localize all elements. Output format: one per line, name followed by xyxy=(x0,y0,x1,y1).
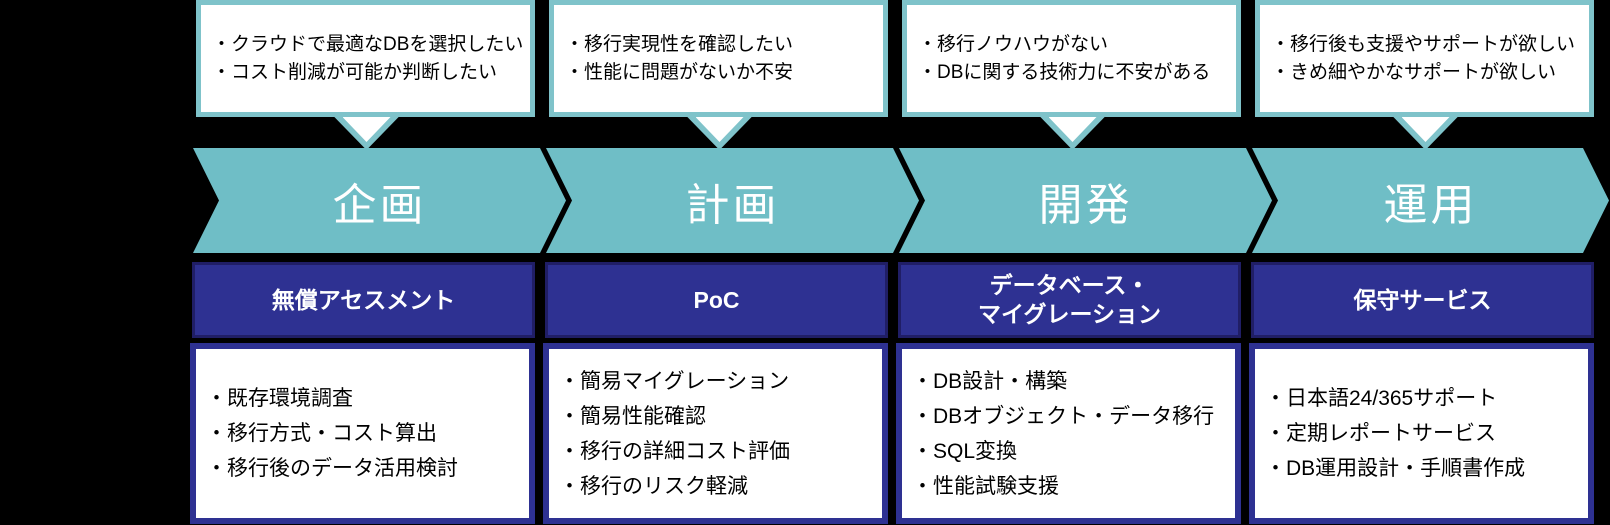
phase-column-kaihatsu: ・移行ノウハウがない ・DBに関する技術力に不安がある 開発 データベース・ マ… xyxy=(896,0,1249,525)
callout-pointer-down-icon xyxy=(1035,112,1110,150)
phase-column-keikaku: ・移行実現性を確認したい ・性能に問題がないか不安 計画 PoC ・簡易マイグレ… xyxy=(543,0,896,525)
callout-pointer-down-icon xyxy=(1388,112,1463,150)
service-items: ・既存環境調査 ・移行方式・コスト算出 ・移行後のデータ活用検討 xyxy=(190,343,535,524)
concern-callout: ・クラウドで最適なDBを選択したい ・コスト削減が可能か判断したい xyxy=(196,0,535,117)
phase-chevron: 運用 xyxy=(1252,148,1609,253)
service-items: ・簡易マイグレーション ・簡易性能確認 ・移行の詳細コスト評価 ・移行のリスク軽… xyxy=(543,343,888,524)
phase-label: 運用 xyxy=(1383,180,1478,230)
phase-chevron: 開発 xyxy=(899,148,1272,253)
concern-callout: ・移行後も支援やサポートが欲しい ・きめ細やかなサポートが欲しい xyxy=(1255,0,1594,117)
service-items: ・日本語24/365サポート ・定期レポートサービス ・DB運用設計・手順書作成 xyxy=(1249,343,1594,524)
phase-chevron: 計画 xyxy=(546,148,919,253)
phase-chevron: 企画 xyxy=(193,148,566,253)
service-items: ・DB設計・構築 ・DBオブジェクト・データ移行 ・SQL変換 ・性能試験支援 xyxy=(896,343,1241,524)
service-title: データベース・ マイグレーション xyxy=(898,262,1241,338)
phase-column-kikaku: ・クラウドで最適なDBを選択したい ・コスト削減が可能か判断したい 企画 無償ア… xyxy=(190,0,543,525)
concern-callout: ・移行ノウハウがない ・DBに関する技術力に不安がある xyxy=(902,0,1241,117)
service-title: PoC xyxy=(545,262,888,338)
service-title: 無償アセスメント xyxy=(192,262,535,338)
phase-label: 開発 xyxy=(1038,180,1133,230)
phase-label: 計画 xyxy=(685,180,780,230)
callout-pointer-down-icon xyxy=(682,112,757,150)
phase-label: 企画 xyxy=(332,180,427,230)
service-title: 保守サービス xyxy=(1251,262,1594,338)
phase-column-unyo: ・移行後も支援やサポートが欲しい ・きめ細やかなサポートが欲しい 運用 保守サー… xyxy=(1249,0,1602,525)
concern-callout: ・移行実現性を確認したい ・性能に問題がないか不安 xyxy=(549,0,888,117)
callout-pointer-down-icon xyxy=(329,112,404,150)
